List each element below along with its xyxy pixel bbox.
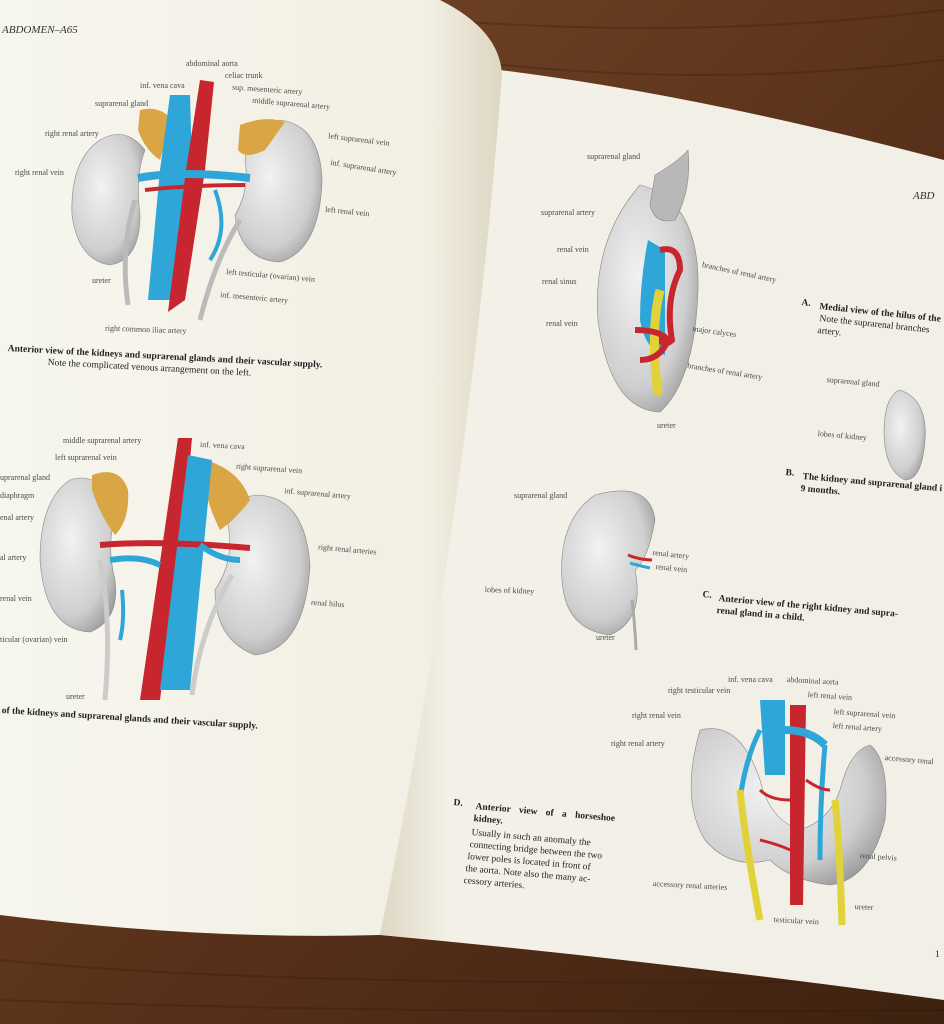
fig2-label: ticular (ovarian) vein [0, 635, 68, 644]
figC-illustration [561, 490, 656, 651]
figC-label: ureter [596, 633, 615, 642]
figD-label: right renal artery [611, 739, 665, 748]
fig2-illustration [39, 438, 311, 701]
figD-illustration [690, 700, 887, 926]
fig1-label: celiac trunk [225, 71, 263, 80]
figD-label: right renal vein [632, 711, 681, 720]
figC-label: lobes of kidney [484, 585, 535, 596]
figA-label: ureter [657, 421, 676, 430]
figB-illustration [883, 389, 926, 481]
figA-label: suprarenal artery [541, 208, 595, 217]
figD-caption-letter: D. [453, 798, 464, 809]
figA-label: renal sinus [542, 277, 577, 286]
fig2-label: enal artery [0, 513, 34, 522]
fig2-label: ureter [66, 692, 85, 701]
fig1-label: right renal artery [45, 129, 99, 138]
figA-label: renal vein [546, 319, 578, 328]
fig2-label: uprarenal gland [0, 473, 50, 482]
fig1-illustration [71, 80, 323, 321]
page-number: 1 [935, 950, 940, 960]
figD-label: right testicular vein [668, 686, 731, 695]
fig1-label: suprarenal gland [95, 99, 149, 108]
fig1-label: ureter [92, 276, 111, 285]
figB-caption-letter: B. [785, 468, 795, 479]
fig1-label: right renal vein [15, 168, 64, 177]
figA-caption-note2: artery. [816, 326, 842, 339]
figD-label: ureter [854, 902, 874, 912]
fig1-label: inf. vena cava [140, 81, 185, 90]
fig2-label: al artery [0, 553, 27, 562]
figA-label: suprarenal gland [587, 152, 641, 161]
fig2-label: middle suprarenal artery [63, 436, 142, 445]
fig2-label: renal vein [0, 594, 32, 603]
fig1-label: abdominal aorta [186, 59, 238, 68]
figA-label: renal vein [557, 245, 589, 254]
figD-label: inf. vena cava [728, 675, 773, 684]
figA-caption-letter: A. [800, 298, 812, 309]
fig2-label: left suprarenal vein [55, 453, 117, 462]
left-page-header: ABDOMEN–A65 [2, 24, 78, 36]
fig2-label: diaphragm [0, 491, 35, 500]
right-page-header: ABD [913, 190, 935, 202]
figC-label: suprarenal gland [514, 491, 568, 500]
figA-illustration [597, 149, 699, 413]
figC-caption-letter: C. [702, 590, 713, 601]
